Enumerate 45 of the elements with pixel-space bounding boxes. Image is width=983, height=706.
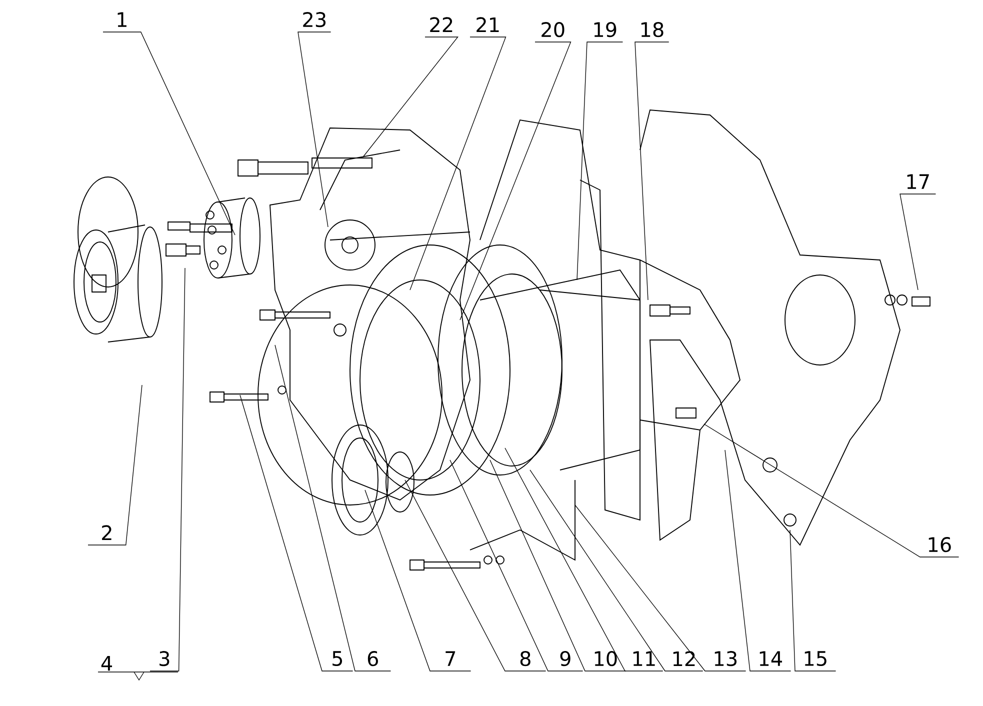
leader-line <box>576 42 624 280</box>
leader-line <box>364 490 472 672</box>
callout-number: 10 <box>594 651 617 666</box>
callout-number: 15 <box>804 651 826 666</box>
callout-number: 17 <box>907 174 929 189</box>
callout-number: 20 <box>542 22 564 38</box>
callout-number: 23 <box>303 12 326 28</box>
callout-number: 8 <box>520 651 530 666</box>
leader-line <box>88 384 142 546</box>
leader-line <box>504 448 664 672</box>
leader-line <box>298 32 332 228</box>
callout-number: 4 <box>101 656 112 671</box>
callout-number: 6 <box>368 651 378 666</box>
leader-line <box>404 480 546 672</box>
leader-line <box>634 42 670 300</box>
leader-line <box>102 32 236 236</box>
leader-line <box>460 42 572 320</box>
callout-number: 7 <box>446 651 456 666</box>
leader-line <box>574 504 746 672</box>
callout-number: 12 <box>673 651 695 666</box>
callout-number: 11 <box>633 651 655 666</box>
leader-line <box>790 530 836 672</box>
leader-line <box>240 394 354 672</box>
callout-number: 2 <box>102 525 112 540</box>
leader-line <box>900 194 936 290</box>
leader-line <box>530 470 704 672</box>
callout-number: 3 <box>160 651 170 666</box>
leader-line <box>274 344 392 672</box>
callout-number: 21 <box>476 17 499 32</box>
callout-number: 18 <box>641 22 664 38</box>
leader-line <box>490 460 626 672</box>
callout-number: 16 <box>928 537 951 552</box>
callout-number: 22 <box>430 17 452 32</box>
callout-number: 9 <box>560 651 570 666</box>
leader-line <box>150 268 186 672</box>
leader-line <box>704 424 960 558</box>
callout-number: 19 <box>594 22 616 38</box>
callout-number: 1 <box>118 12 126 27</box>
leader-line <box>450 460 584 672</box>
callout-number: 5 <box>332 651 342 666</box>
leader-line <box>410 36 506 290</box>
callout-number: 14 <box>760 651 782 666</box>
callout-number: 13 <box>714 651 737 666</box>
leader-line <box>362 36 458 158</box>
leader-line <box>724 450 792 672</box>
